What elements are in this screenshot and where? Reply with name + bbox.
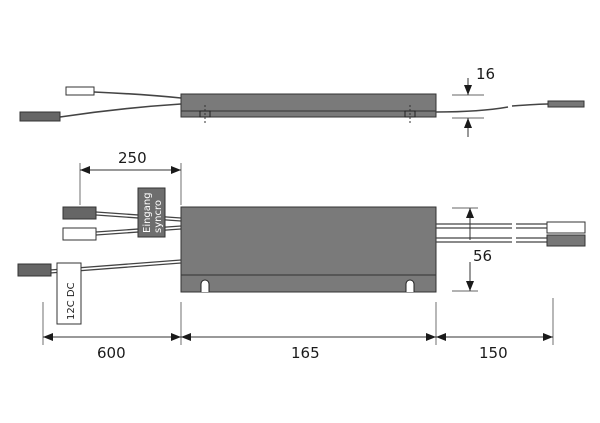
dimension-600: 600: [97, 344, 126, 362]
side-view: 16: [19, 65, 585, 137]
dimension-250: 250: [118, 149, 147, 167]
power-tag: [56, 262, 82, 325]
input-connector-dark: [62, 206, 97, 220]
power-connector: [17, 263, 52, 277]
cable-upper: [93, 91, 182, 99]
top-view: Eingang syncro 12C DC 56 250: [17, 149, 586, 362]
dimension-165: 165: [291, 344, 320, 362]
output-connector-dark: [546, 234, 586, 247]
driver-body-side: [180, 93, 437, 118]
driver-body-top: [180, 206, 437, 293]
output-connector-white: [546, 221, 586, 234]
input-tag-label-1: Eingang: [142, 192, 153, 233]
connector-white: [65, 86, 95, 96]
dimension-56: 56: [473, 247, 492, 265]
dimension-16: 16: [476, 65, 495, 83]
dimension-150: 150: [479, 344, 508, 362]
connector-dark: [19, 111, 61, 122]
power-tag-label: 12C DC: [66, 282, 77, 320]
cable-end-side: [547, 100, 585, 108]
input-connector-white: [62, 227, 97, 241]
input-tag-label-2: syncro: [153, 200, 164, 233]
input-tag: [137, 187, 166, 238]
cable-lower: [59, 103, 182, 118]
